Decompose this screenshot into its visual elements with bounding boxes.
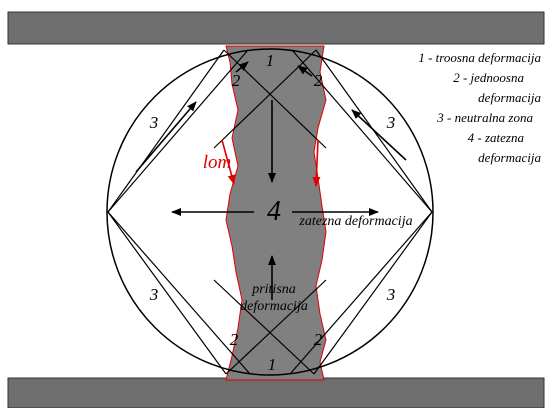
- zone-3-right-top: 3: [386, 113, 396, 132]
- shear-arrow-left: [135, 101, 197, 173]
- lom-label: lom: [203, 152, 232, 173]
- specimen-disc: [106, 48, 434, 376]
- zone-2-top-left: 2: [232, 71, 241, 90]
- shear-lines: [107, 49, 433, 375]
- zone-2-top-right: 2: [314, 71, 323, 90]
- fracture-zone: [225, 45, 327, 381]
- crack-arrows: [221, 139, 321, 187]
- zone-1-bottom: 1: [268, 355, 277, 374]
- zone-2-bottom-left: 2: [230, 330, 239, 349]
- legend-line-4: 3 - neutralna zona: [436, 110, 533, 125]
- shear-arrow-right: [351, 109, 407, 161]
- legend-line-2: 2 - jednoosna: [453, 70, 524, 85]
- tip-arrow-right: [297, 65, 313, 77]
- crack-arrow-left: [221, 139, 236, 185]
- bottom-plate: [7, 377, 545, 408]
- legend-line-6: deformacija: [478, 150, 541, 165]
- top-plate: [7, 11, 545, 45]
- tension-label: zatezna deformacija: [298, 214, 412, 229]
- compression-label-2: deformacija: [240, 299, 308, 314]
- legend: 1 - troosna deformacija 2 - jednoosna de…: [418, 50, 541, 165]
- zone-2-bottom-right: 2: [314, 330, 323, 349]
- stress-arrows: [135, 61, 407, 300]
- compression-label-1: pritisna: [251, 282, 296, 297]
- crack-arrow-right: [312, 139, 321, 187]
- legend-line-3: deformacija: [478, 90, 541, 105]
- zone-3-right-bottom: 3: [386, 285, 396, 304]
- zone-1-top: 1: [266, 51, 275, 70]
- legend-line-1: 1 - troosna deformacija: [418, 50, 541, 65]
- zone-3-left-top: 3: [149, 113, 159, 132]
- legend-line-5: 4 - zatezna: [468, 130, 525, 145]
- zone-3-left-bottom: 3: [149, 285, 159, 304]
- tip-arrow-left: [235, 61, 249, 73]
- zone-4-center: 4: [267, 196, 281, 227]
